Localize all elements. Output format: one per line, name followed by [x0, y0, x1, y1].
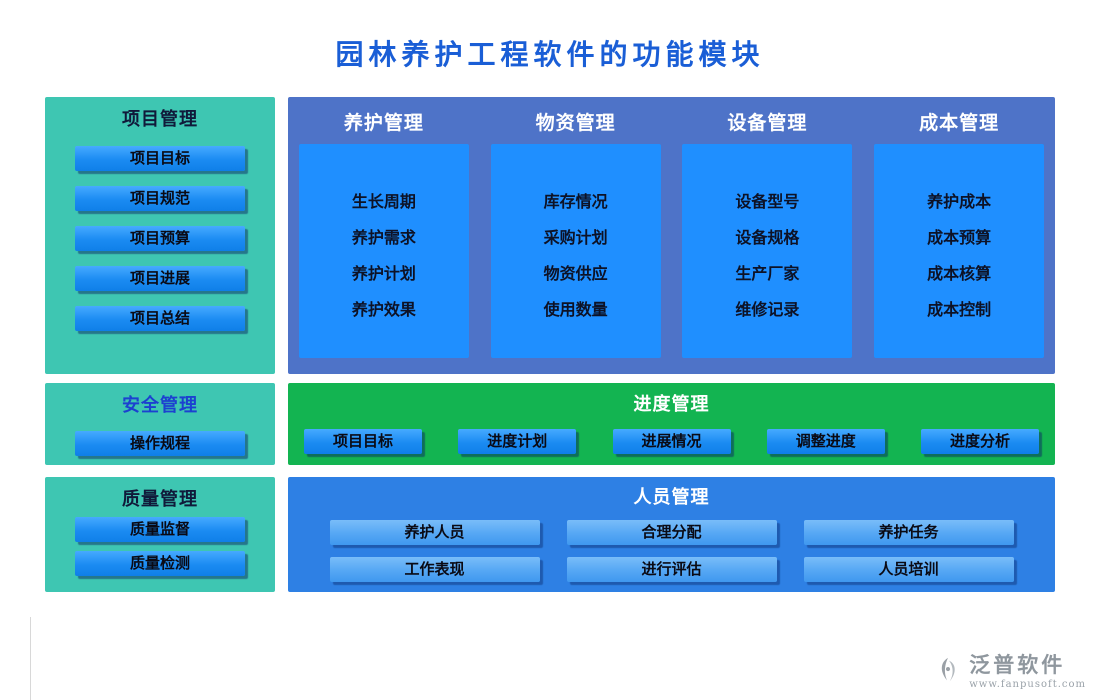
panel-project-management: 项目管理 项目目标 项目规范 项目预算 项目进展 项目总结 [45, 97, 275, 374]
operation-procedure-button[interactable]: 操作规程 [75, 431, 245, 456]
progress-button-row: 项目目标 进度计划 进展情况 调整进度 进度分析 [288, 429, 1055, 454]
panel-safety-management: 安全管理 操作规程 [45, 383, 275, 465]
quality-supervision-button[interactable]: 质量监督 [75, 517, 245, 542]
module-item: 养护效果 [351, 300, 416, 319]
fanpu-logo-text: 泛普软件 www.fanpusoft.com [969, 649, 1086, 690]
panel-project-management-title: 项目管理 [122, 109, 198, 130]
panel-personnel-management-title: 人员管理 [633, 487, 710, 508]
module-item: 物资供应 [543, 264, 608, 283]
progress-plan-button[interactable]: 进度计划 [458, 429, 577, 454]
left-edge-line [30, 617, 31, 700]
module-materials-title: 物资管理 [535, 112, 616, 134]
brand-website: www.fanpusoft.com [969, 679, 1086, 690]
module-item: 维修记录 [735, 300, 800, 319]
module-item: 设备型号 [735, 192, 800, 211]
page-title: 园林养护工程软件的功能模块 [335, 38, 765, 71]
project-goal-button[interactable]: 项目目标 [75, 146, 245, 171]
module-item: 养护计划 [351, 264, 416, 283]
module-item: 养护成本 [927, 192, 992, 211]
module-item: 生产厂家 [735, 264, 800, 283]
project-progress-button[interactable]: 项目进展 [75, 266, 245, 291]
work-performance-button[interactable]: 工作表现 [329, 557, 540, 582]
panel-progress-management-title: 进度管理 [633, 394, 710, 415]
panel-progress-management: 进度管理 项目目标 进度计划 进展情况 调整进度 进度分析 [288, 383, 1055, 465]
panel-quality-management: 质量管理 质量监督 质量检测 [45, 477, 275, 592]
module-item: 养护需求 [351, 228, 416, 247]
module-item: 设备规格 [735, 228, 800, 247]
fanpu-logo-icon [933, 655, 963, 685]
project-standard-button[interactable]: 项目规范 [75, 186, 245, 211]
maintenance-task-button[interactable]: 养护任务 [803, 520, 1014, 545]
progress-analysis-button[interactable]: 进度分析 [921, 429, 1039, 454]
module-item: 成本预算 [927, 228, 992, 247]
personnel-button-row: 养护人员 合理分配 养护任务 [288, 520, 1055, 545]
module-equipment: 设备管理 设备型号 设备规格 生产厂家 维修记录 [672, 97, 864, 374]
module-maintenance-card: 生长周期 养护需求 养护计划 养护效果 [298, 144, 469, 358]
module-materials: 物资管理 库存情况 采购计划 物资供应 使用数量 [480, 97, 672, 374]
module-maintenance: 养护管理 生长周期 养护需求 养护计划 养护效果 [288, 97, 480, 374]
reasonable-allocation-button[interactable]: 合理分配 [566, 520, 777, 545]
module-item: 采购计划 [543, 228, 608, 247]
module-equipment-title: 设备管理 [727, 112, 808, 134]
project-summary-button[interactable]: 项目总结 [75, 306, 245, 331]
evaluation-button[interactable]: 进行评估 [566, 557, 777, 582]
brand-name: 泛普软件 [969, 652, 1066, 677]
project-goal-button[interactable]: 项目目标 [304, 429, 422, 454]
module-item: 成本核算 [927, 264, 992, 283]
quality-inspection-button[interactable]: 质量检测 [75, 551, 245, 576]
module-cost: 成本管理 养护成本 成本预算 成本核算 成本控制 [863, 97, 1055, 374]
panel-modules: 养护管理 生长周期 养护需求 养护计划 养护效果 物资管理 库存情况 采购计划 … [288, 97, 1055, 374]
module-cost-card: 养护成本 成本预算 成本核算 成本控制 [874, 144, 1045, 358]
module-equipment-card: 设备型号 设备规格 生产厂家 维修记录 [682, 144, 853, 358]
module-materials-card: 库存情况 采购计划 物资供应 使用数量 [490, 144, 661, 358]
personnel-training-button[interactable]: 人员培训 [803, 557, 1014, 582]
module-maintenance-title: 养护管理 [343, 112, 424, 134]
module-item: 使用数量 [543, 300, 608, 319]
module-item: 成本控制 [927, 300, 992, 319]
module-item: 生长周期 [351, 192, 416, 211]
project-budget-button[interactable]: 项目预算 [75, 226, 245, 251]
personnel-button-row: 工作表现 进行评估 人员培训 [288, 557, 1055, 582]
adjust-progress-button[interactable]: 调整进度 [766, 429, 885, 454]
fanpu-logo: 泛普软件 www.fanpusoft.com [933, 649, 1086, 690]
panel-personnel-management: 人员管理 养护人员 合理分配 养护任务 工作表现 进行评估 人员培训 [288, 477, 1055, 592]
module-cost-title: 成本管理 [919, 112, 1000, 134]
panel-quality-management-title: 质量管理 [122, 489, 198, 510]
progress-status-button[interactable]: 进展情况 [612, 429, 731, 454]
panel-safety-management-title: 安全管理 [122, 395, 198, 416]
module-item: 库存情况 [543, 192, 608, 211]
maintenance-staff-button[interactable]: 养护人员 [329, 520, 540, 545]
